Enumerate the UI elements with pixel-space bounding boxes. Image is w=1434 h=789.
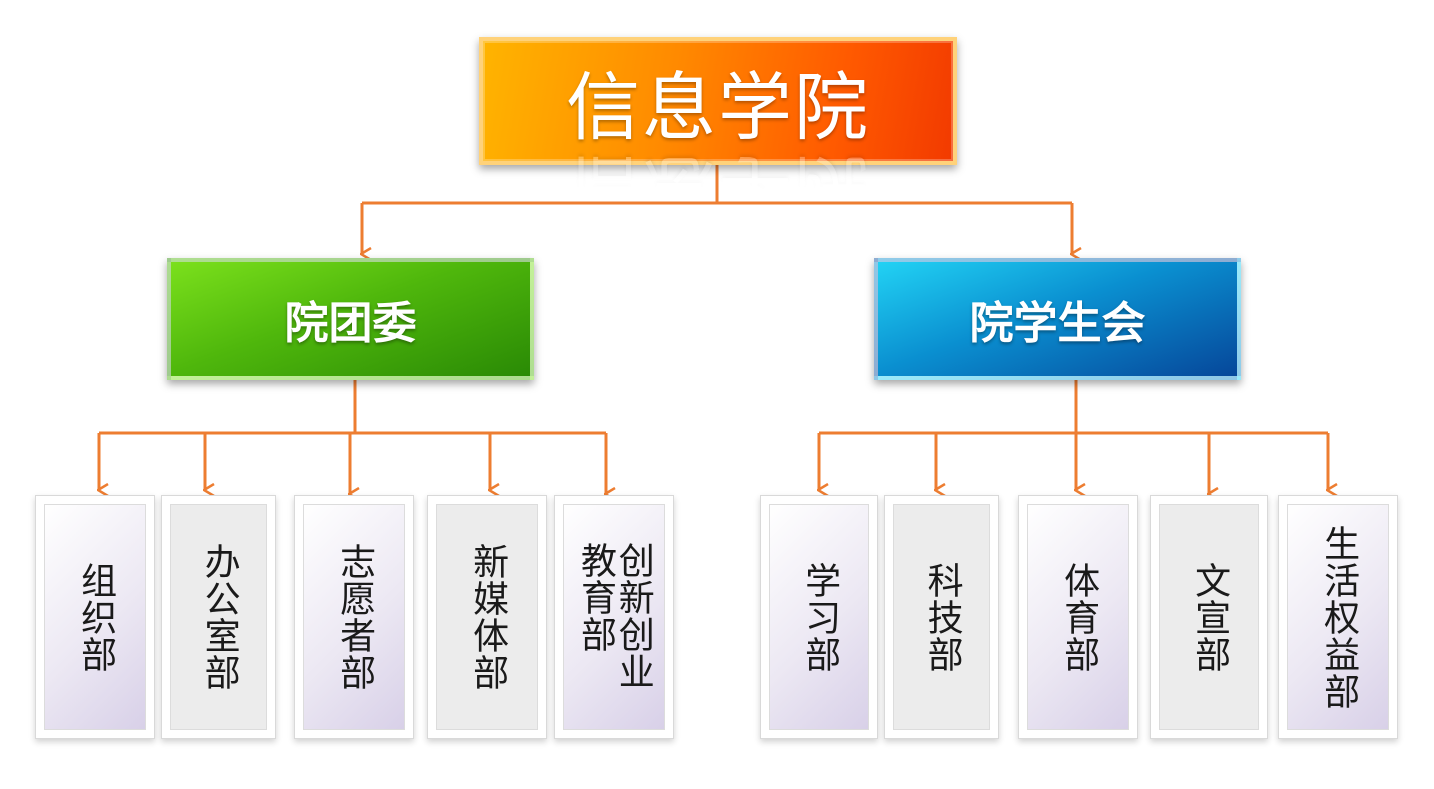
department-label: 学习部 [799, 561, 841, 673]
branch-node-student-union: 院学生会 [874, 258, 1241, 380]
department-label: 文宣部 [1189, 561, 1231, 673]
department-label: 组织部 [75, 561, 117, 673]
department-label: 新媒体部 [467, 543, 509, 691]
department-label: 创新创业教育部 [575, 542, 654, 690]
department-node: 办公室部 [161, 495, 276, 739]
department-node: 体育部 [1018, 495, 1138, 739]
branch-label: 院团委 [284, 298, 417, 349]
department-label: 志愿者部 [334, 543, 376, 691]
department-label: 生活权益部 [1318, 524, 1360, 710]
department-node: 学习部 [760, 495, 878, 739]
branch-label: 院学生会 [969, 298, 1146, 349]
department-node: 新媒体部 [427, 495, 547, 739]
department-node: 组织部 [35, 495, 155, 739]
department-node: 文宣部 [1150, 495, 1268, 739]
department-label: 科技部 [921, 561, 963, 673]
department-node: 科技部 [884, 495, 999, 739]
branch-node-league-committee: 院团委 [167, 258, 534, 380]
root-node: 信息学院 [479, 37, 957, 165]
root-label: 信息学院 [566, 64, 870, 151]
department-node: 创新创业教育部 [554, 495, 674, 739]
department-node: 志愿者部 [294, 495, 414, 739]
department-label: 办公室部 [198, 543, 240, 691]
department-node: 生活权益部 [1278, 495, 1398, 739]
department-label: 体育部 [1058, 561, 1100, 673]
